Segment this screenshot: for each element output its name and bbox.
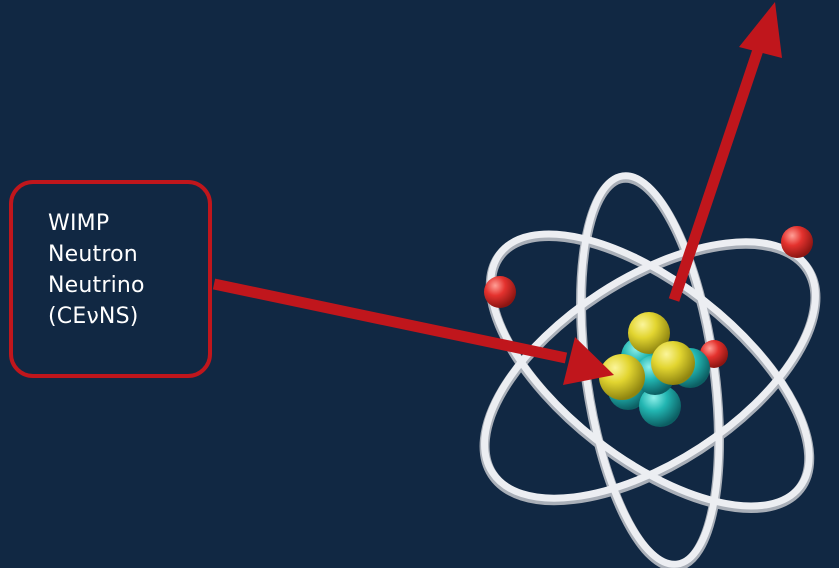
label-neutron: Neutron	[48, 242, 138, 267]
interaction-label-box: WIMP Neutron Neutrino (CEνNS)	[9, 180, 212, 378]
recoil-arrow	[668, 2, 782, 302]
orbit-ring-1	[481, 238, 819, 502]
label-wimp: WIMP	[48, 211, 110, 236]
label-cevns: (CEνNS)	[48, 304, 139, 329]
neutron-ball	[639, 385, 681, 427]
nucleus	[599, 312, 710, 427]
label-neutrino: Neutrino	[48, 273, 145, 298]
proton-ball	[599, 354, 645, 400]
electron-left	[484, 276, 516, 308]
electron-right-top	[781, 226, 813, 258]
atom-illustration	[479, 172, 821, 568]
proton-ball	[628, 312, 670, 354]
incoming-particle-arrow	[212, 278, 614, 385]
particle-list: WIMP Neutron Neutrino (CEνNS)	[48, 208, 145, 332]
proton-ball	[651, 341, 695, 385]
